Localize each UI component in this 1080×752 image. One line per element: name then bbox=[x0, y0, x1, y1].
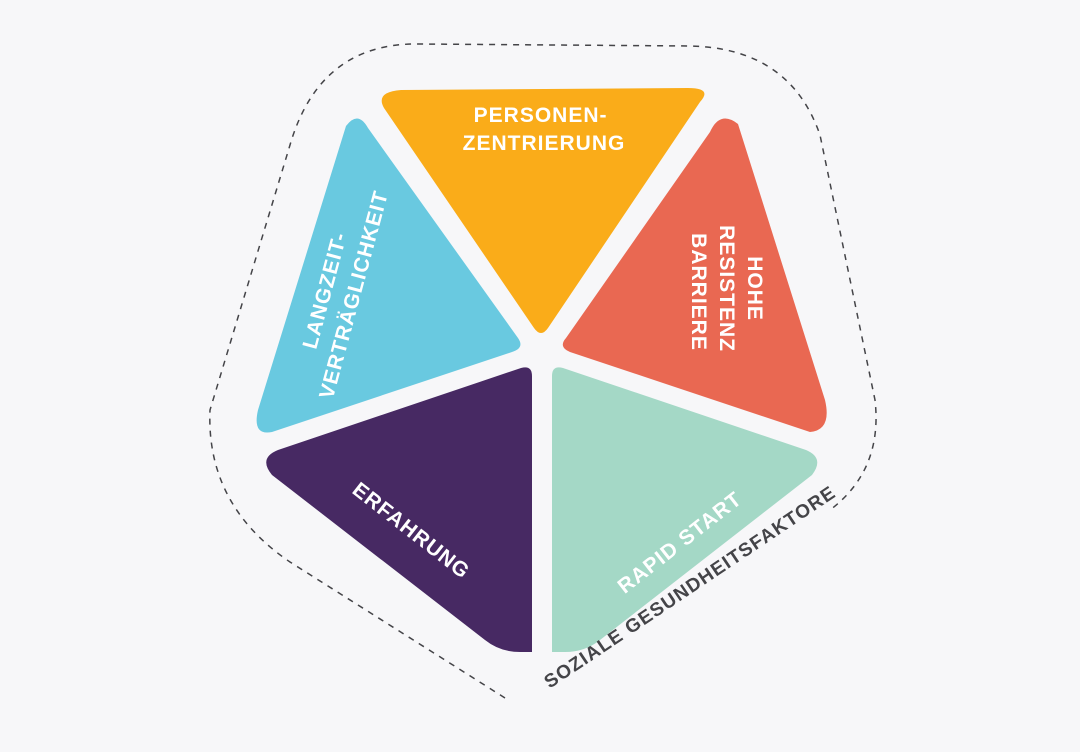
label-hohe-line2: RESISTENZ bbox=[715, 225, 738, 352]
label-hohe-resistenz-barriere: HOHE RESISTENZ BARRIERE bbox=[687, 225, 766, 359]
segment-rapid-start bbox=[552, 367, 818, 652]
segment-hohe-resistenz-barriere bbox=[562, 118, 827, 433]
label-personenzentrierung: PERSONEN- ZENTRIERUNG bbox=[463, 104, 626, 155]
dashed-boundary bbox=[209, 43, 877, 699]
segment-langzeitvertraeglichkeit bbox=[256, 118, 521, 433]
label-hohe-line1: HOHE bbox=[743, 256, 766, 321]
segment-personenzentrierung bbox=[381, 88, 705, 333]
segment-erfahrung bbox=[266, 367, 532, 652]
label-personenzentrierung-line2: ZENTRIERUNG bbox=[463, 132, 626, 155]
label-hohe-line3: BARRIERE bbox=[687, 233, 710, 351]
label-personenzentrierung-line1: PERSONEN- bbox=[474, 104, 608, 127]
